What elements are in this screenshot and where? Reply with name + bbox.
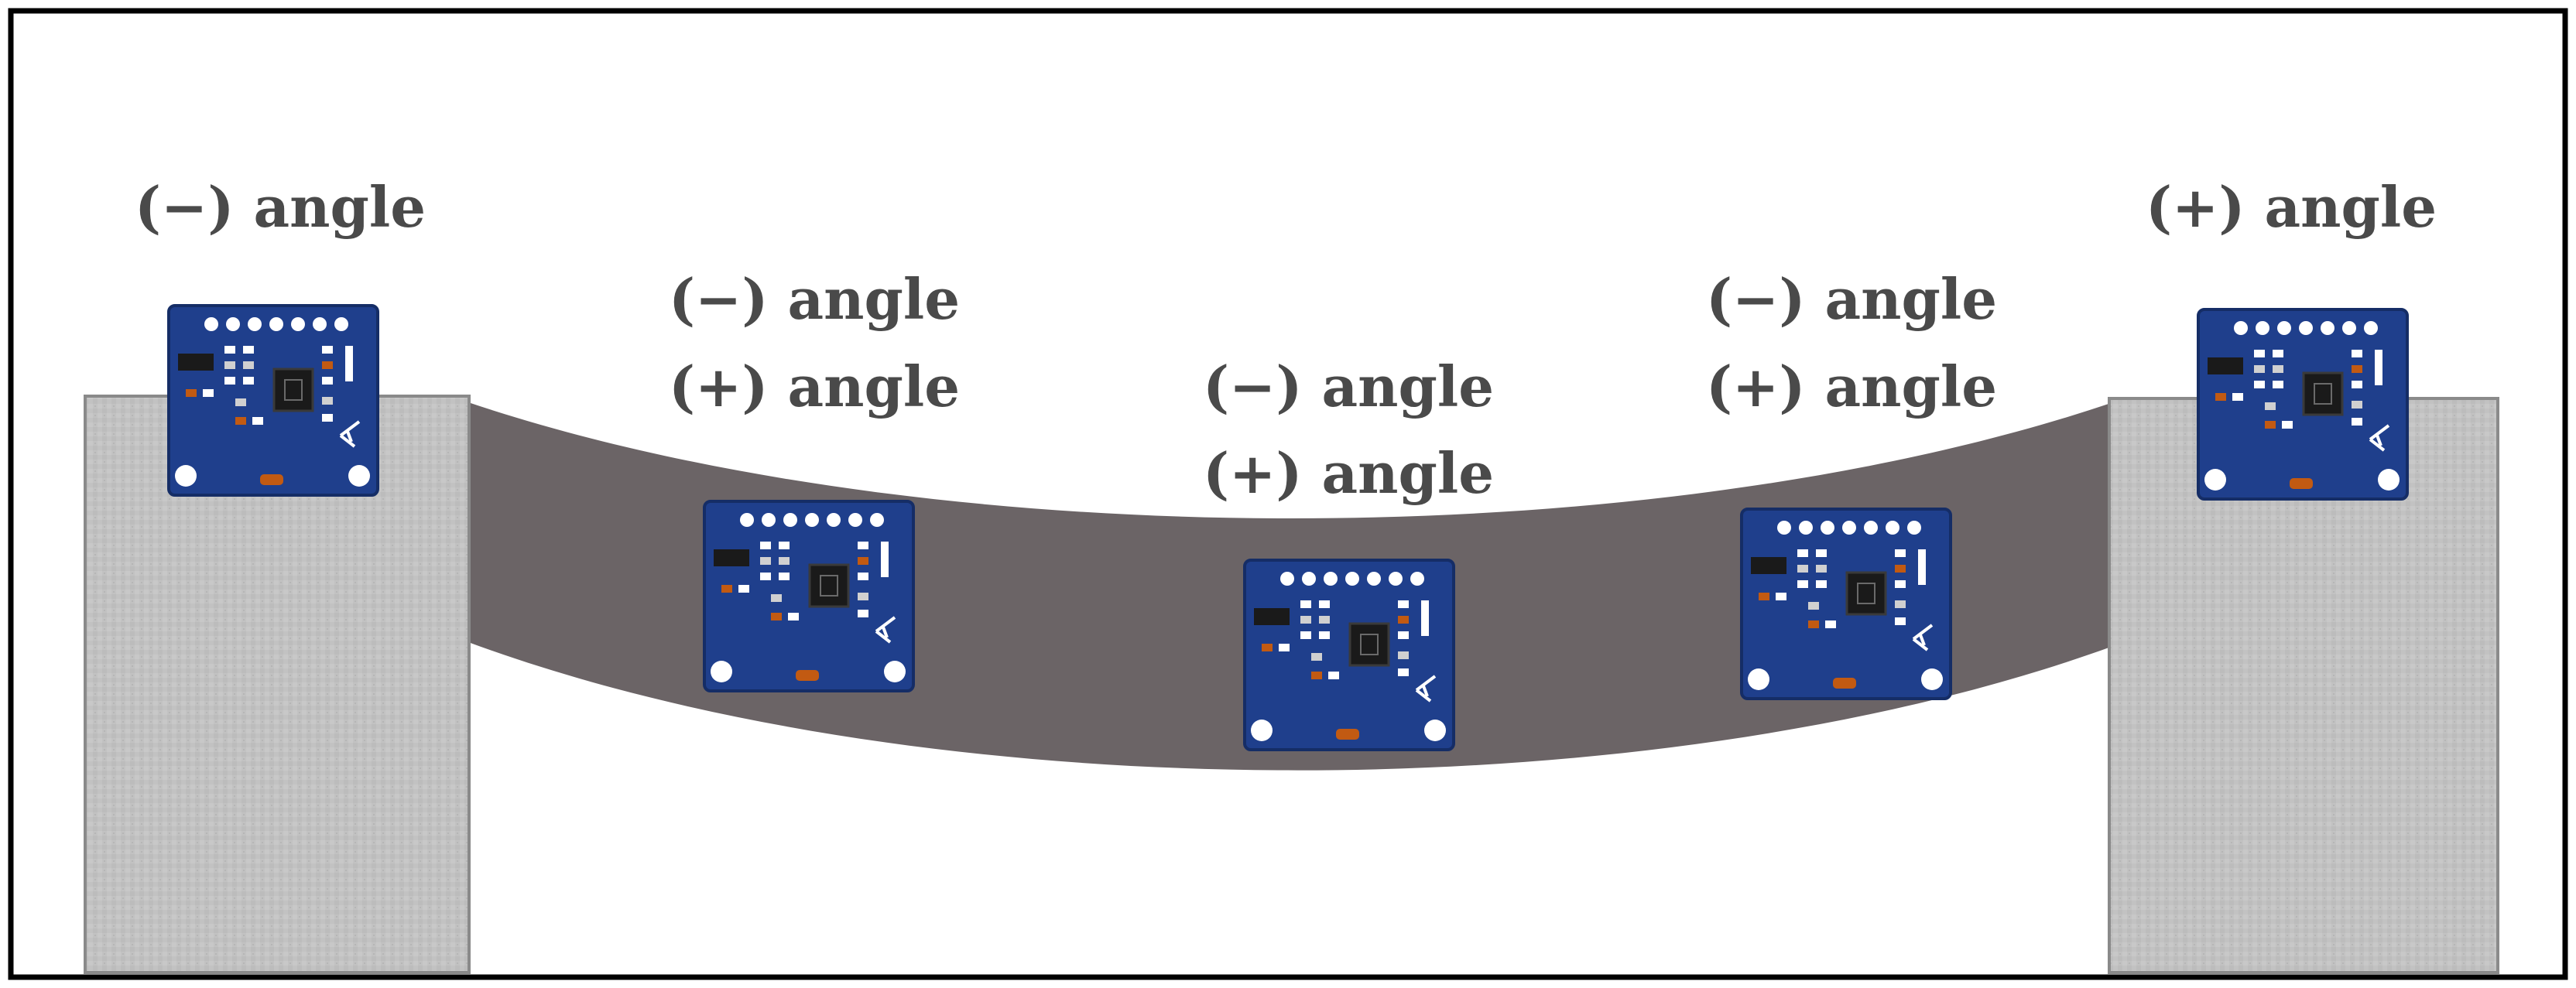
imu-sensor-board-icon [1740, 508, 1952, 700]
right-support-angle-label: (+) angle [2146, 174, 2437, 240]
sensor-3-negative-angle-label: (−) angle [1203, 354, 1494, 419]
imu-sensor-board-icon [2197, 308, 2409, 501]
sensor-4-positive-angle-label: (+) angle [1706, 354, 1997, 419]
imu-sensor-board-icon [1243, 559, 1455, 751]
imu-sensor-board-icon [703, 500, 915, 692]
sensor-3-positive-angle-label: (+) angle [1203, 440, 1494, 506]
left-support-angle-label: (−) angle [135, 174, 426, 240]
sensor-4-negative-angle-label: (−) angle [1706, 266, 1997, 332]
sensor-2-negative-angle-label: (−) angle [669, 266, 960, 332]
imu-sensor-board-icon [167, 304, 379, 497]
sensor-2-positive-angle-label: (+) angle [669, 354, 960, 419]
